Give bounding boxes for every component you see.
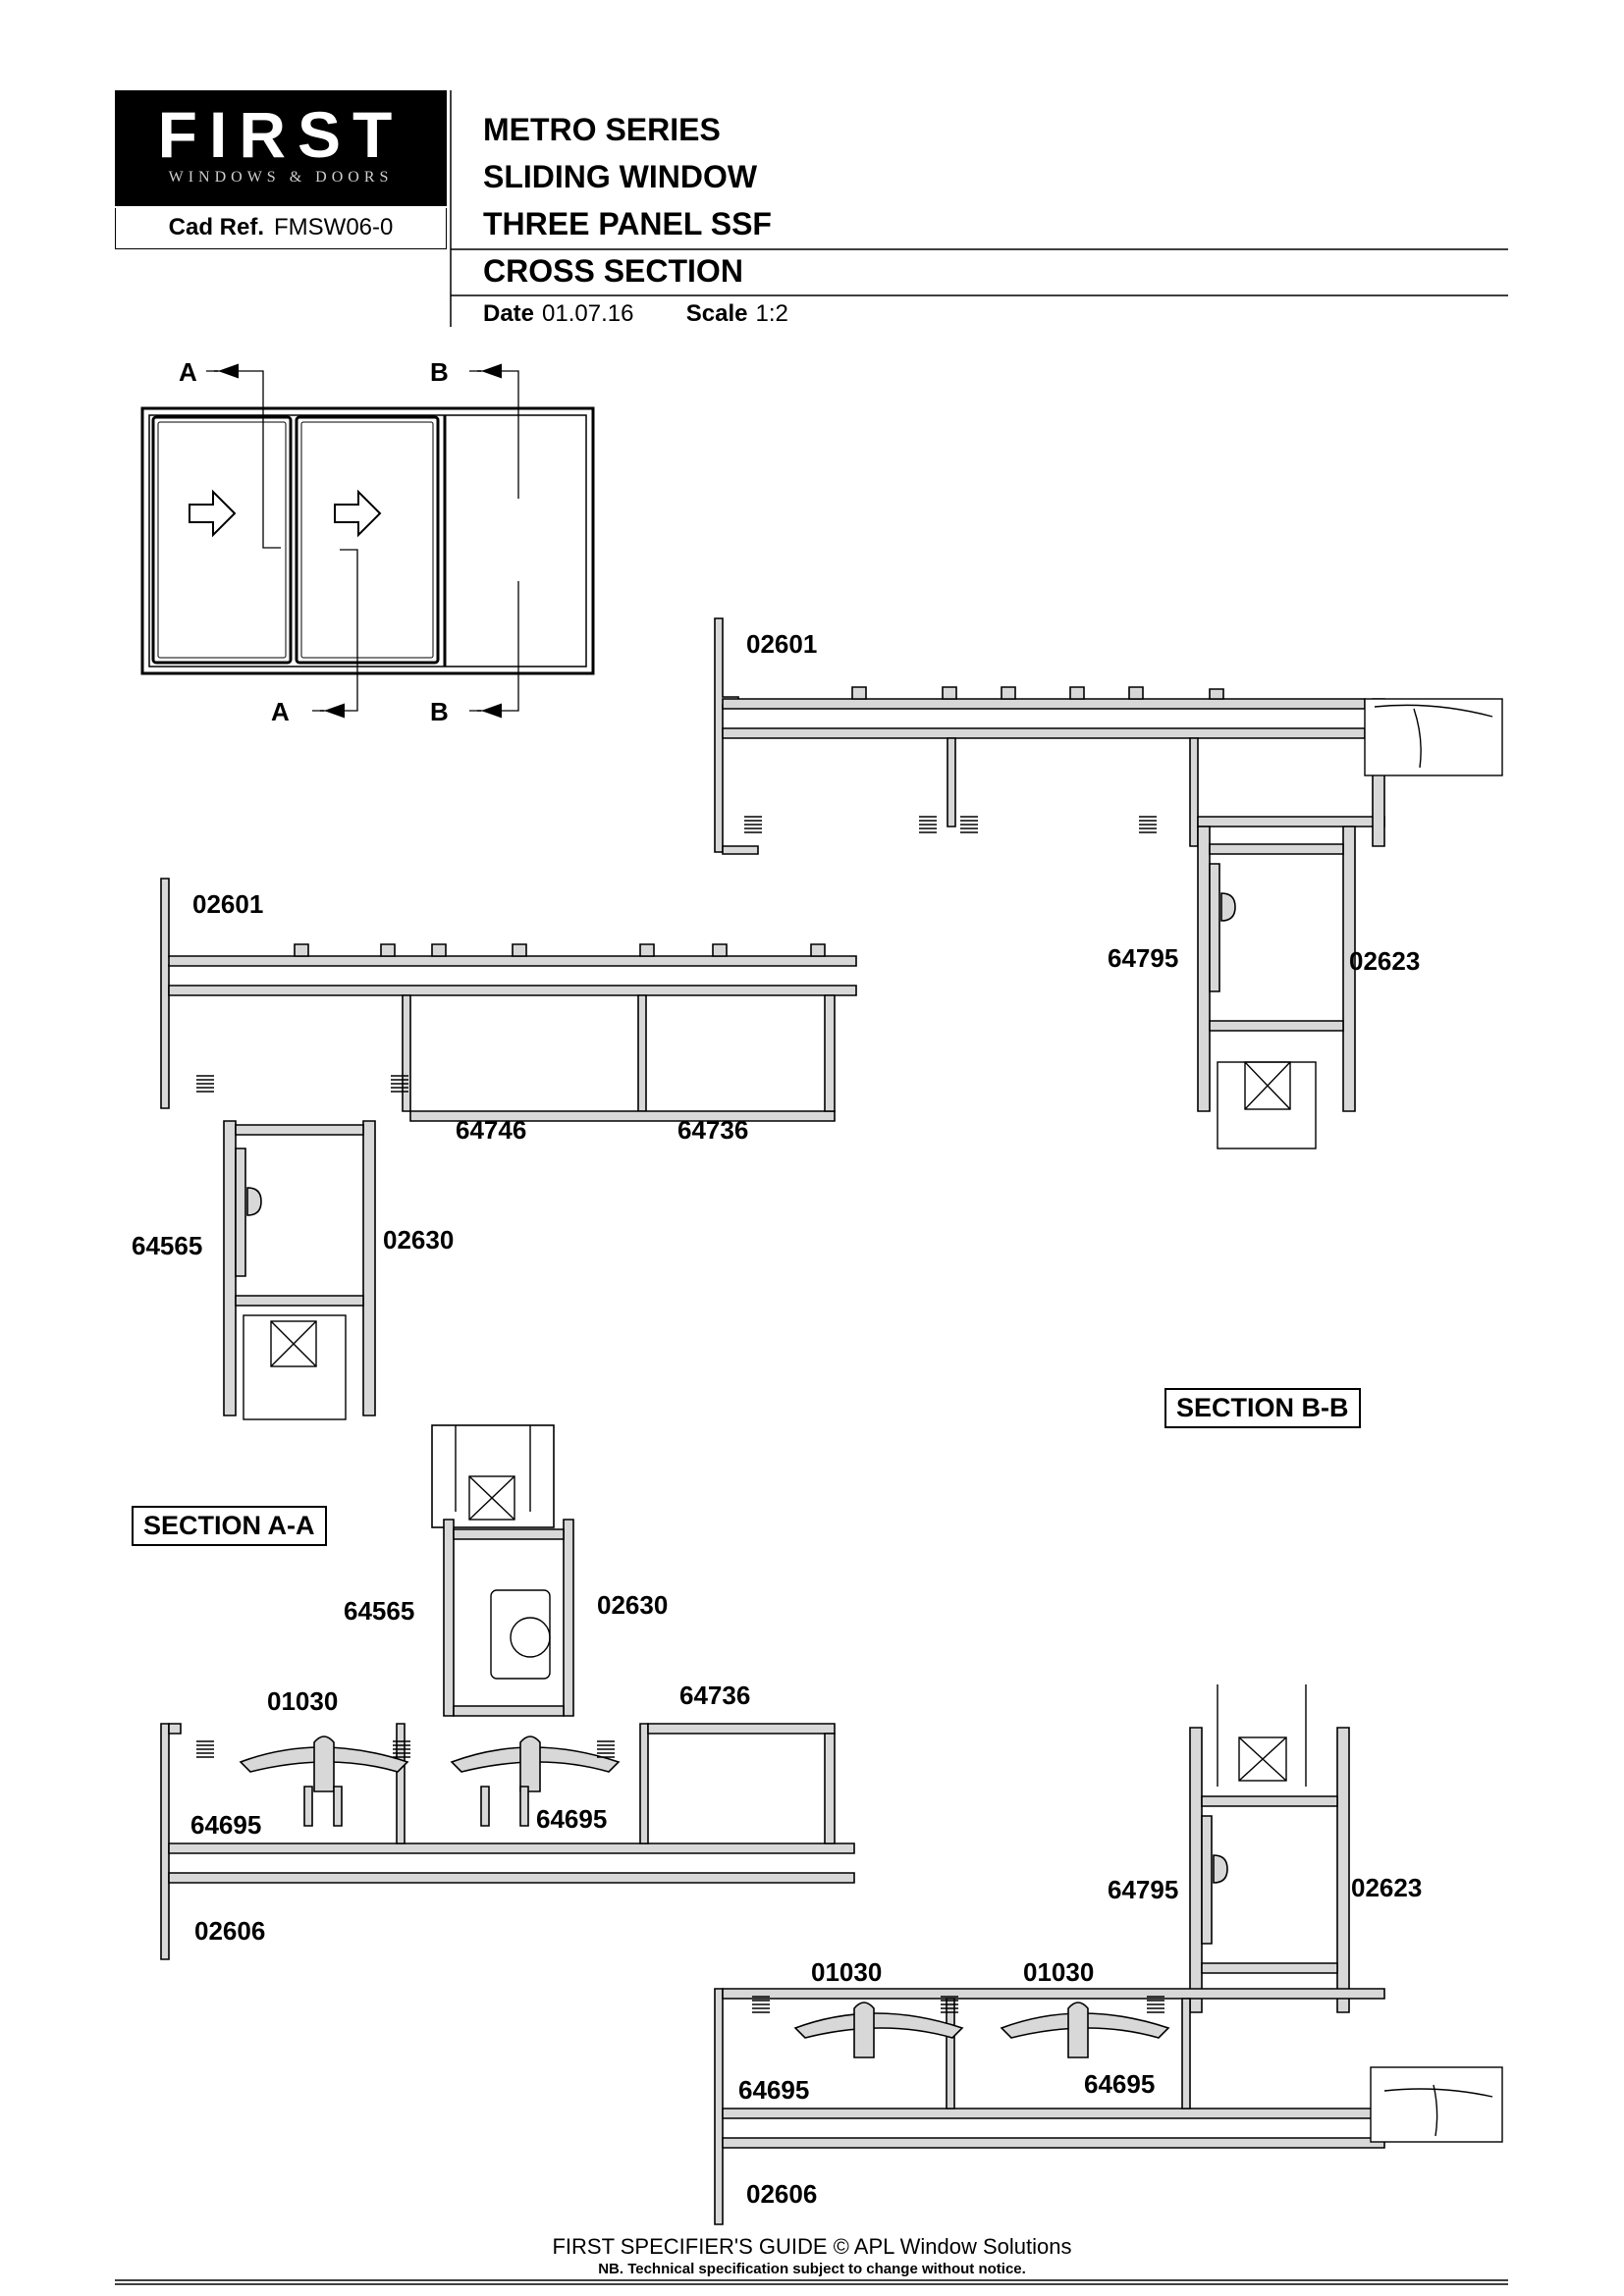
logo-wordmark: FIRST (157, 98, 405, 171)
title-configuration: THREE PANEL SSF (483, 206, 772, 241)
section-mark-b-top: B (430, 357, 449, 387)
slide-arrow-panel-2 (334, 489, 382, 538)
date-value: 01.07.16 (542, 300, 634, 327)
date-label: Date (483, 300, 535, 327)
scale-value: 1:2 (755, 300, 788, 327)
footer-disclaimer: NB. Technical specification subject to c… (598, 2261, 1026, 2277)
part-aa-bot-64695-b: 64695 (536, 1804, 607, 1834)
glazing-unit-bb-lower (1217, 1684, 1503, 2143)
slide-arrow-panel-1 (189, 489, 237, 538)
part-aa-top-02601: 02601 (192, 889, 263, 919)
part-aa-bot-64565: 64565 (344, 1596, 414, 1626)
brush-seals-aa-upper (196, 1075, 408, 1093)
glazing-unit-aa-lower (455, 1425, 551, 1680)
part-aa-top-64736: 64736 (677, 1115, 748, 1145)
profile-bb-upper (714, 617, 1385, 1112)
section-mark-a-bottom: A (271, 697, 290, 726)
brush-seals-bb-upper (744, 816, 1157, 833)
part-bb-bot-02623: 02623 (1351, 1873, 1422, 1902)
part-bb-02623: 02623 (1349, 946, 1420, 976)
part-bb-bot-64695-a: 64695 (738, 2075, 809, 2105)
profile-aa-upper (160, 878, 857, 1416)
footer-guide: FIRST SPECIFIER'S GUIDE © APL Window Sol… (552, 2234, 1072, 2259)
brand-logo: FIRST WINDOWS & DOORS (115, 90, 447, 206)
part-bb-bot-01030-b: 01030 (1023, 1957, 1094, 1987)
profile-aa-lower (160, 1424, 855, 1960)
glazing-unit-bb (1217, 698, 1503, 1149)
brush-seals-bb-lower (752, 1996, 1164, 2013)
cad-ref-label: Cad Ref. (168, 214, 264, 240)
part-aa-top-02630: 02630 (383, 1225, 454, 1255)
part-aa-top-64565: 64565 (132, 1231, 202, 1260)
part-aa-bot-64695-a: 64695 (190, 1810, 261, 1840)
part-bb-bot-02606: 02606 (746, 2179, 817, 2209)
section-mark-a-top: A (179, 357, 197, 387)
part-bb-bot-01030-a: 01030 (811, 1957, 882, 1987)
part-aa-top-64746: 64746 (456, 1115, 526, 1145)
part-aa-bot-64736: 64736 (679, 1681, 750, 1710)
elevation-diagram (140, 363, 595, 719)
title-drawing-type: CROSS SECTION (483, 253, 743, 289)
part-bb-bot-64695-b: 64695 (1084, 2069, 1155, 2099)
part-bb-bot-64795: 64795 (1108, 1875, 1178, 1904)
date-scale-row: Date 01.07.16 Scale 1:2 (483, 300, 788, 328)
part-aa-bot-01030: 01030 (267, 1686, 338, 1716)
title-series: METRO SERIES (483, 112, 721, 147)
glazing-unit-aa-upper (243, 1314, 347, 1420)
part-bb-64795: 64795 (1108, 943, 1178, 973)
title-product: SLIDING WINDOW (483, 159, 758, 194)
logo-tagline: WINDOWS & DOORS (168, 169, 394, 186)
brush-seals-aa-lower (196, 1740, 615, 1758)
section-label-bb: SECTION B-B (1164, 1388, 1361, 1428)
section-mark-b-bottom: B (430, 697, 449, 726)
cad-ref-box: Cad Ref. FMSW06-0 (115, 208, 447, 249)
cad-ref-value: FMSW06-0 (274, 214, 394, 240)
header-rules (115, 90, 1508, 2285)
profile-bb-lower (714, 1727, 1385, 2225)
part-aa-bot-02630: 02630 (597, 1590, 668, 1620)
part-bb-02601: 02601 (746, 629, 817, 659)
part-aa-bot-02606: 02606 (194, 1916, 265, 1946)
scale-label: Scale (685, 300, 748, 327)
section-label-aa: SECTION A-A (132, 1506, 327, 1546)
